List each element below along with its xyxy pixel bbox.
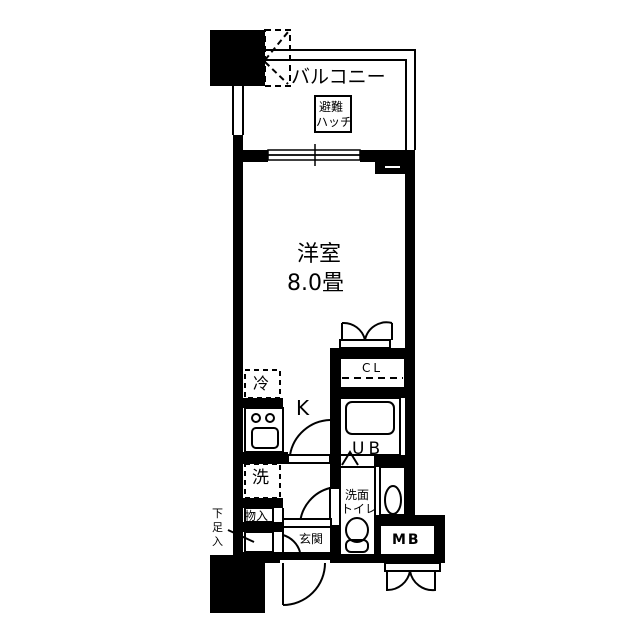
meter-box-label: MB xyxy=(392,532,421,548)
kitchen-label: K xyxy=(296,396,310,420)
storage-cabinets xyxy=(244,507,332,553)
outdoor-unit-outline xyxy=(264,29,291,87)
balcony-railing xyxy=(232,49,416,150)
stove xyxy=(244,407,284,453)
meter-box xyxy=(379,524,441,592)
washroom-label-2: トイレ xyxy=(341,502,378,516)
balcony-label: バルコニー xyxy=(291,66,386,88)
shoe-box-leader-line xyxy=(227,529,255,543)
hatch-label-2: ハッチ xyxy=(316,115,353,129)
storage-label: 物入 xyxy=(244,509,269,523)
balcony-window[interactable] xyxy=(267,144,361,166)
washroom-label-1: 洗面 xyxy=(345,488,370,502)
fridge-label: 冷 xyxy=(253,374,270,393)
washer-space xyxy=(244,463,281,499)
kitchen-door[interactable] xyxy=(287,419,331,464)
washroom-toilet xyxy=(339,466,406,556)
shoe-box-label-3: 入 xyxy=(212,535,223,548)
entrance-door[interactable] xyxy=(282,534,326,606)
fridge-space xyxy=(244,369,281,399)
western-room-size: 8.0畳 xyxy=(287,271,344,296)
closet-doors[interactable] xyxy=(339,321,406,389)
hatch-label-1: 避難 xyxy=(319,100,344,114)
shoe-box-label-2: 足 xyxy=(212,521,223,534)
walls xyxy=(210,135,445,613)
washer-label: 洗 xyxy=(252,468,269,488)
unit-bath-label: UB xyxy=(352,439,385,459)
entrance-label: 玄関 xyxy=(299,532,324,546)
evacuation-hatch xyxy=(314,95,352,133)
closet-label: CL xyxy=(362,361,384,375)
structural-column-top xyxy=(210,30,265,86)
western-room-name: 洋室 xyxy=(297,242,342,267)
unit-bath xyxy=(339,397,401,468)
shoe-box-label-1: 下 xyxy=(212,507,223,520)
